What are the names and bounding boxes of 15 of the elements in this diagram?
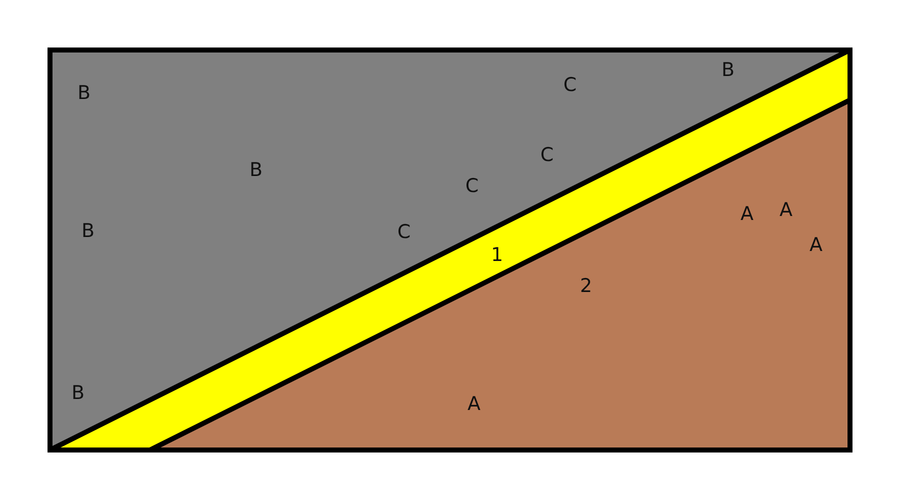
- region-label: A: [780, 199, 792, 221]
- region-label: A: [468, 393, 480, 415]
- region-label: B: [81, 220, 95, 242]
- region-label: 2: [580, 275, 592, 297]
- region-label: B: [249, 159, 263, 181]
- region-label: B: [71, 382, 85, 404]
- region-label: C: [397, 221, 411, 243]
- region-label: B: [77, 82, 91, 104]
- region-label: C: [563, 74, 577, 96]
- region-label: A: [810, 234, 822, 256]
- region-label: C: [540, 144, 554, 166]
- region-label: 1: [490, 244, 504, 266]
- region-label: A: [740, 203, 754, 225]
- region-label: C: [465, 175, 479, 197]
- region-label: B: [721, 59, 735, 81]
